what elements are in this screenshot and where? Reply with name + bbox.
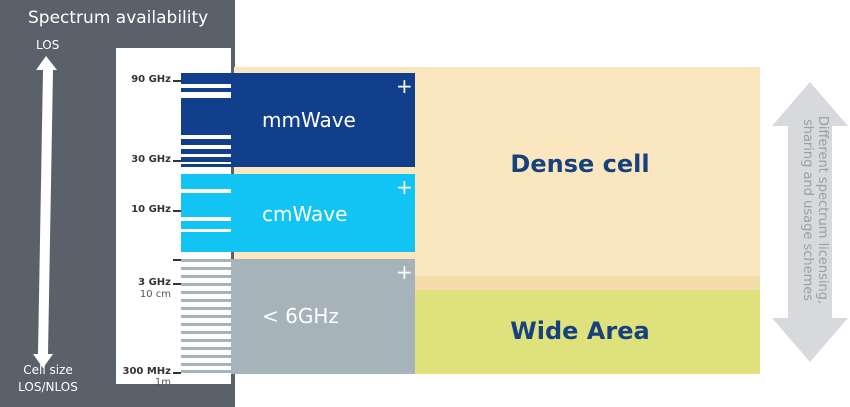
cmwave-stripes [181, 174, 231, 252]
licensing-line2: sharing and usage schemes [800, 118, 815, 302]
licensing-schemes-arrow-icon [772, 82, 848, 362]
los-label: LOS [36, 38, 60, 52]
sub6ghz-label: < 6GHz [262, 304, 339, 328]
cmwave-gap [181, 229, 231, 232]
tick-mark [173, 210, 181, 212]
wavelength-label-10cm: 10 cm [139, 289, 171, 300]
arrow-shape [772, 82, 848, 362]
mmwave-gap [181, 145, 231, 149]
tick-mark [173, 160, 181, 162]
tick-mark [173, 372, 181, 374]
panel-title: Spectrum availability [28, 8, 209, 28]
mmwave-gap [181, 84, 231, 88]
tick-mark [173, 259, 181, 261]
cell-size-line2: LOS/NLOS [18, 380, 78, 394]
sub6ghz-band [231, 259, 415, 374]
tick-label-300mhz: 300 MHz [122, 366, 172, 377]
dense-cell-label: Dense cell [510, 150, 650, 178]
mmwave-label: mmWave [262, 108, 356, 132]
sub6ghz-plus-icon: + [396, 260, 413, 284]
tick-mark [173, 283, 181, 285]
mmwave-stripes [181, 73, 231, 167]
mmwave-plus-icon: + [396, 74, 413, 98]
tick-label-10ghz: 10 GHz [131, 204, 171, 215]
tick-label-3ghz: 3 GHz [138, 277, 171, 288]
cell-size-arrow-icon [33, 56, 57, 368]
tick-label-30ghz: 30 GHz [131, 154, 171, 165]
mmwave-gap [181, 92, 231, 98]
mmwave-band [231, 73, 415, 167]
cell-size-line1: Cell size [23, 363, 73, 377]
mmwave-gap [181, 135, 231, 139]
cmwave-plus-icon: + [396, 175, 413, 199]
arrow-shape [33, 56, 57, 368]
licensing-schemes-label: Different spectrum licensing, sharing an… [795, 95, 835, 325]
cmwave-gap [181, 217, 231, 221]
licensing-line1: Different spectrum licensing, [815, 115, 830, 305]
cmwave-label: cmWave [262, 202, 348, 226]
mmwave-gap [181, 162, 231, 164]
mmwave-gap [181, 154, 231, 157]
cell-size-label: Cell size LOS/NLOS [4, 362, 92, 396]
sub6ghz-stripes [181, 259, 231, 373]
cmwave-gap [181, 189, 231, 193]
tick-label-90ghz: 90 GHz [131, 74, 171, 85]
wavelength-label-1m: 1m [154, 377, 171, 388]
cmwave-band [231, 174, 415, 252]
wide-area-label: Wide Area [510, 317, 650, 345]
tick-mark [173, 80, 181, 82]
